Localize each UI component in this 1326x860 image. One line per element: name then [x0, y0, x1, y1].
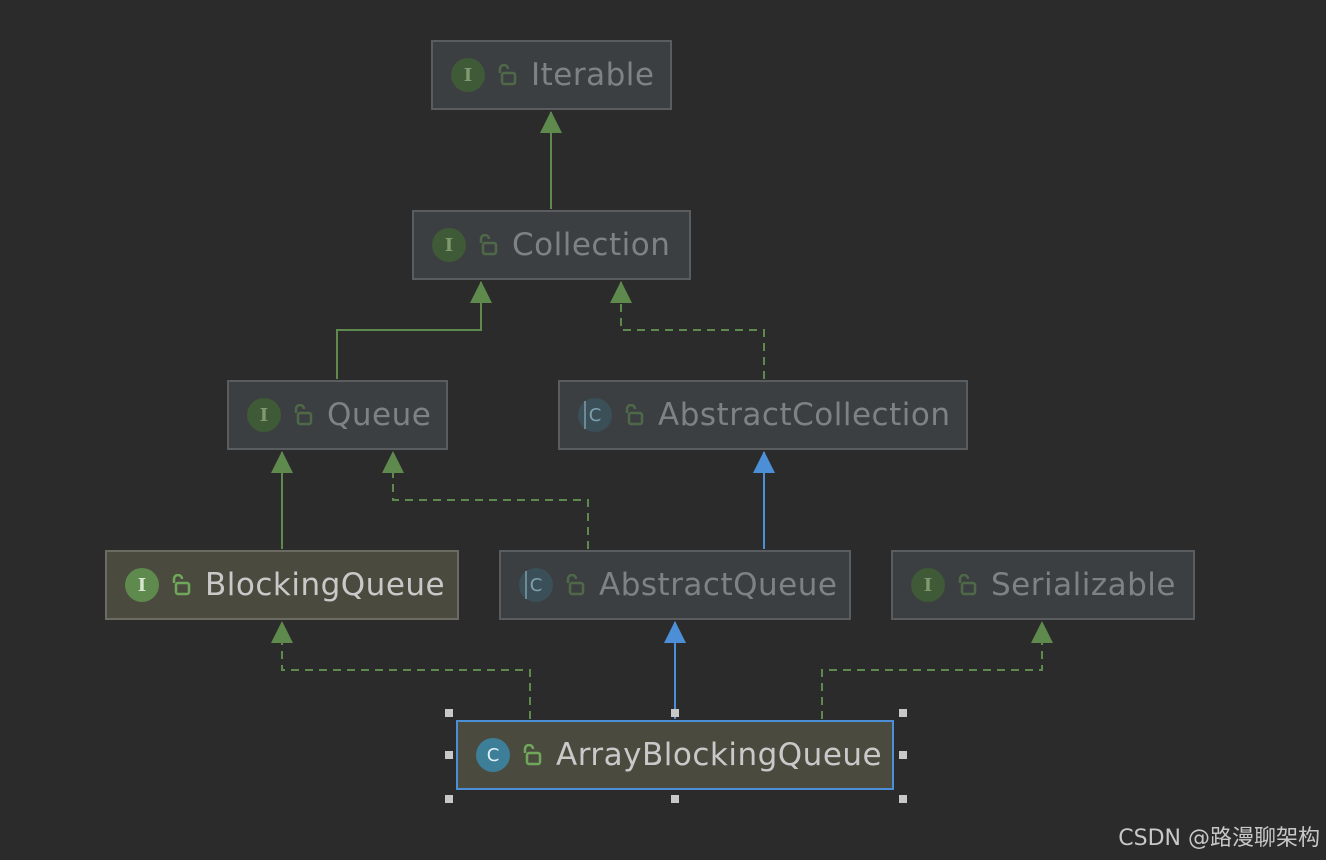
arrowhead-serializable	[1031, 621, 1053, 643]
interface-icon: I	[125, 568, 159, 602]
node-label: AbstractQueue	[599, 567, 838, 603]
node-array-blocking-queue[interactable]: C ArrayBlockingQueue	[456, 720, 894, 790]
arrowhead-collection-left	[470, 281, 492, 303]
unlocked-lock-icon	[479, 234, 498, 256]
unlocked-lock-icon	[566, 574, 585, 596]
resize-handle-top-right[interactable]	[899, 709, 907, 717]
arrowhead-queue-left	[271, 451, 293, 473]
node-abstract-queue[interactable]: C AbstractQueue	[499, 550, 851, 620]
edge-abstractcollection-collection	[620, 282, 765, 379]
interface-icon: I	[911, 568, 945, 602]
resize-handle-middle-right[interactable]	[899, 751, 907, 759]
arrowhead-blockingqueue	[271, 621, 293, 643]
node-serializable[interactable]: I Serializable	[891, 550, 1195, 620]
resize-handle-bottom-right[interactable]	[899, 795, 907, 803]
arrowhead-collection-right	[610, 281, 632, 303]
resize-handle-middle-left[interactable]	[445, 751, 453, 759]
abstract-class-icon: C	[578, 398, 612, 432]
interface-icon: I	[247, 398, 281, 432]
node-blocking-queue[interactable]: I BlockingQueue	[105, 550, 459, 620]
interface-icon: I	[432, 228, 466, 262]
node-iterable[interactable]: I Iterable	[431, 40, 672, 110]
resize-handle-top-left[interactable]	[445, 709, 453, 717]
node-label: Iterable	[531, 57, 655, 93]
arrowhead-queue-right	[382, 451, 404, 473]
abstract-class-icon: C	[519, 568, 553, 602]
node-abstract-collection[interactable]: C AbstractCollection	[558, 380, 968, 450]
resize-handle-bottom-left[interactable]	[445, 795, 453, 803]
watermark: CSDN @路漫聊架构	[1118, 826, 1320, 851]
unlocked-lock-icon	[958, 574, 977, 596]
unlocked-lock-icon	[498, 64, 517, 86]
node-label: Serializable	[991, 567, 1176, 603]
edge-queue-collection	[336, 282, 482, 379]
resize-handle-bottom-center[interactable]	[671, 795, 679, 803]
edge-arrayblockingqueue-blockingqueue	[281, 622, 531, 719]
class-icon: C	[476, 738, 510, 772]
node-label: Queue	[327, 397, 432, 433]
node-label: AbstractCollection	[658, 397, 951, 433]
node-label: ArrayBlockingQueue	[556, 737, 883, 773]
node-collection[interactable]: I Collection	[412, 210, 691, 280]
edge-arrayblockingqueue-serializable	[821, 622, 1043, 719]
unlocked-lock-icon	[523, 744, 542, 766]
unlocked-lock-icon	[172, 574, 191, 596]
arrowhead-iterable	[540, 111, 562, 133]
interface-icon: I	[451, 58, 485, 92]
resize-handle-top-center[interactable]	[671, 709, 679, 717]
node-label: Collection	[512, 227, 671, 263]
node-queue[interactable]: I Queue	[227, 380, 448, 450]
unlocked-lock-icon	[625, 404, 644, 426]
arrowhead-abstractqueue	[664, 621, 686, 643]
node-label: BlockingQueue	[205, 567, 446, 603]
unlocked-lock-icon	[294, 404, 313, 426]
arrowhead-abstractcollection	[753, 451, 775, 473]
edge-abstractqueue-queue	[392, 452, 589, 549]
